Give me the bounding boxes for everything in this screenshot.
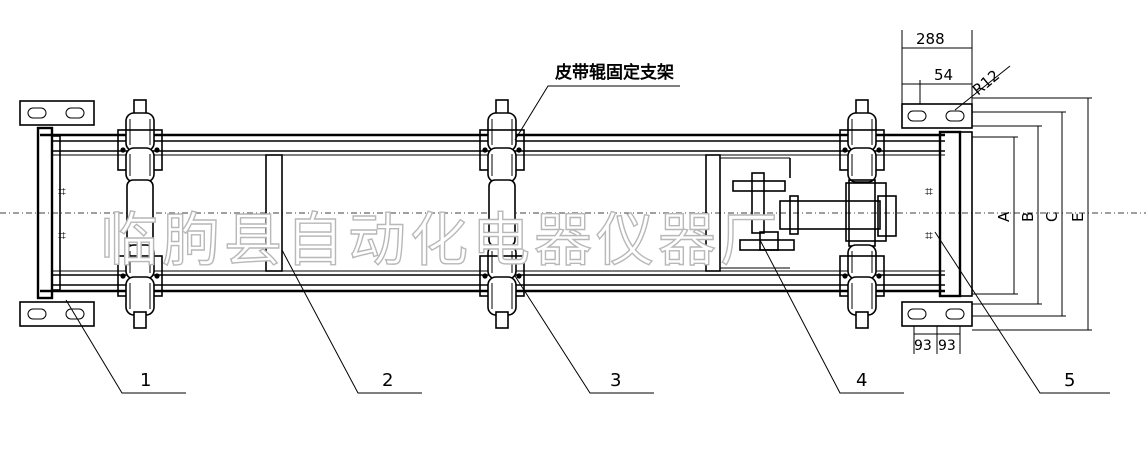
part-label-5: 5: [1064, 370, 1075, 391]
dimension-e: E: [1069, 213, 1087, 222]
roller-upper-3: [847, 147, 877, 183]
base-plates: [19, 100, 973, 327]
part-label-1: 1: [140, 370, 151, 391]
dimension-54: 54: [934, 66, 953, 84]
watermark: 临朐县自动化电器仪器厂: [100, 206, 782, 274]
part-label-3: 3: [610, 370, 621, 391]
dimension-c: C: [1043, 212, 1061, 222]
dimension-lines: [901, 30, 1092, 354]
dimension-a: A: [995, 211, 1013, 222]
svg-text:⌗: ⌗: [925, 228, 933, 244]
roller-groups: [117, 99, 885, 329]
label-leaders: [65, 85, 1110, 394]
part-label-2: 2: [382, 370, 393, 391]
drive-assembly: [732, 172, 897, 251]
dimension-93-left: 93: [914, 338, 932, 354]
svg-text:⌗: ⌗: [58, 184, 66, 200]
part-label-4: 4: [856, 370, 867, 391]
dimension-b: B: [1019, 212, 1037, 222]
svg-text:⌗: ⌗: [58, 228, 66, 244]
dimension-93-right: 93: [938, 338, 956, 354]
svg-text:⌗: ⌗: [925, 184, 933, 200]
dimension-288: 288: [916, 30, 945, 48]
fixed-bracket-annotation: 皮带辊固定支架: [555, 62, 674, 83]
